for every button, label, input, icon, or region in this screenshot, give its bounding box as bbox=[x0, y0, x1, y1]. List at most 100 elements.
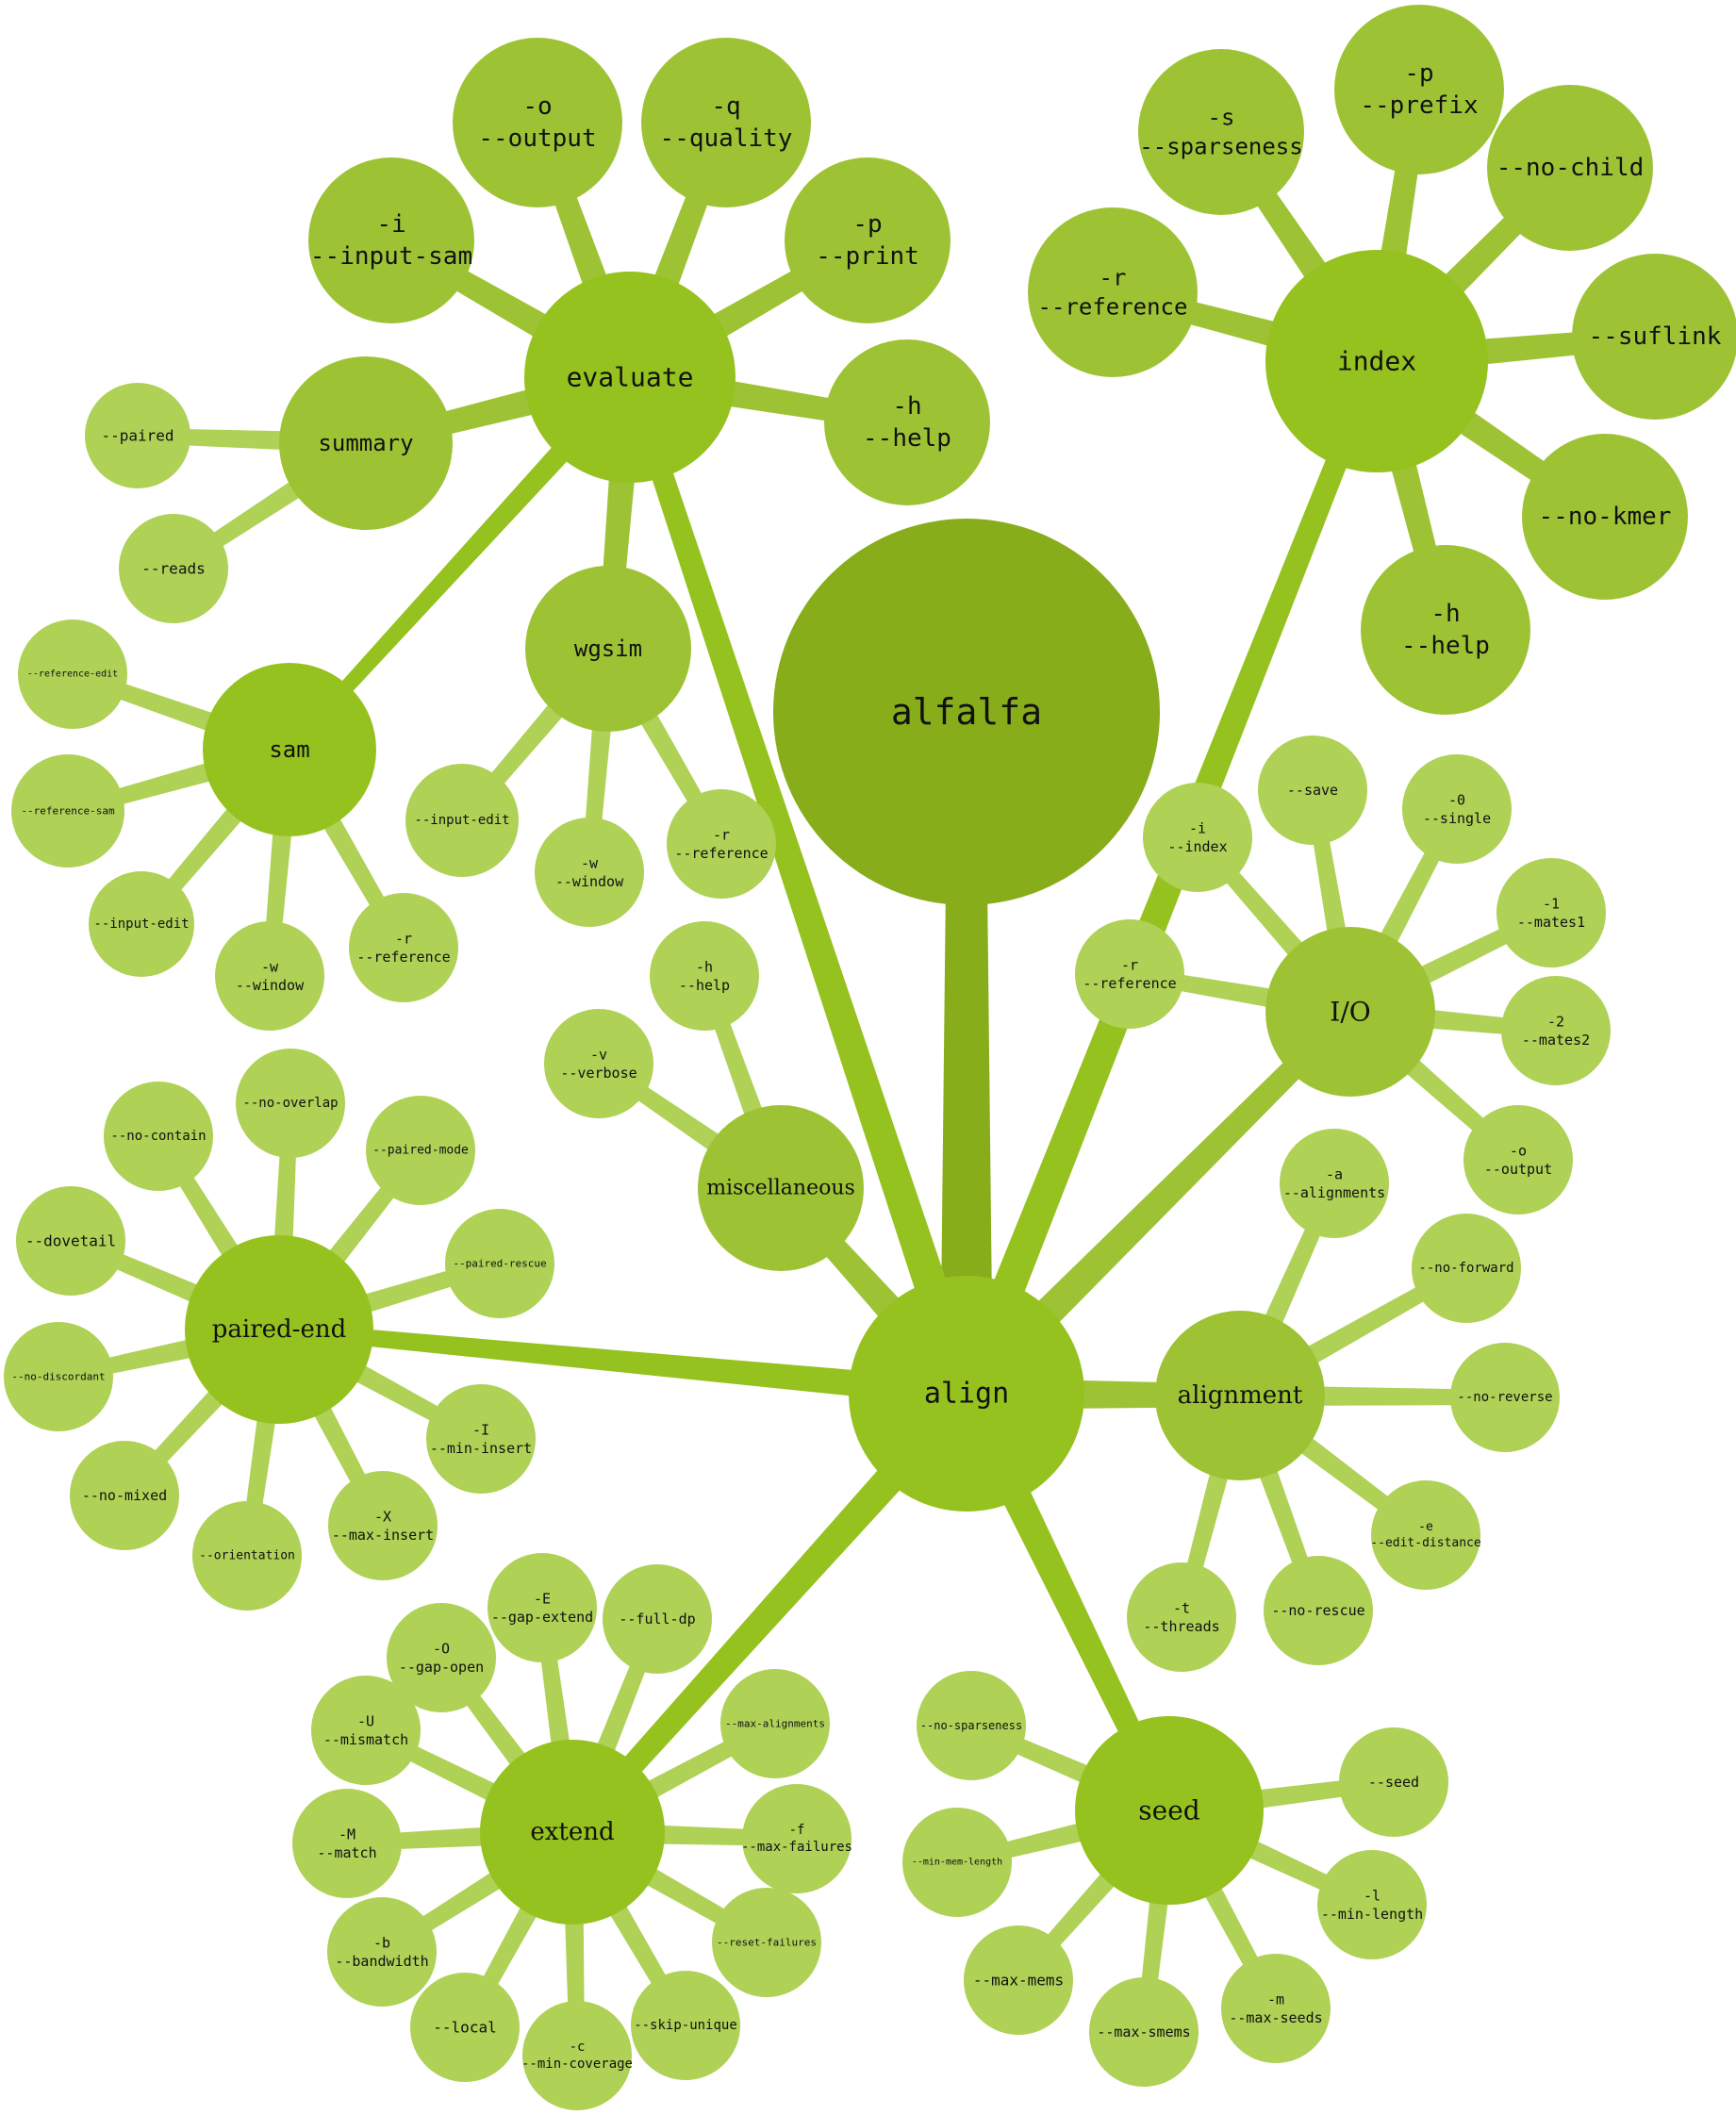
node-circle-index-p bbox=[1334, 5, 1504, 174]
node-circle-index bbox=[1265, 250, 1488, 472]
label-paired-X-line1: -X bbox=[374, 1508, 391, 1525]
node-circle-evaluate-i bbox=[308, 157, 474, 323]
node-circle-seed-seed bbox=[1339, 1727, 1448, 1837]
label-alignment-t-line1: -t bbox=[1173, 1599, 1190, 1616]
node-circle-extend-c bbox=[522, 2001, 632, 2110]
node-circle-alignment-noreverse bbox=[1450, 1343, 1560, 1452]
label-misc: miscellaneous bbox=[706, 1177, 855, 1200]
label-summary-paired: --paired bbox=[101, 427, 174, 445]
label-sam-r-line1: -r bbox=[395, 930, 412, 947]
node-circle-index-nokmer bbox=[1522, 434, 1688, 600]
edge-align-to-io bbox=[955, 1004, 1358, 1406]
node-paired-pairedmode: --paired-mode bbox=[366, 1096, 475, 1205]
label-paired-nooverlap: --no-overlap bbox=[242, 1096, 338, 1111]
label-extend-f-line1: -f bbox=[789, 1823, 805, 1838]
label-paired: paired-end bbox=[212, 1315, 346, 1344]
node-seed-m: -m--max-seeds bbox=[1221, 1954, 1331, 2063]
label-extend-local: --local bbox=[433, 2019, 496, 2037]
label-sam-refsam: --reference-sam bbox=[21, 805, 115, 818]
node-misc-v: -v--verbose bbox=[544, 1009, 653, 1118]
label-io-i-line1: -i bbox=[1189, 819, 1206, 836]
node-circle-extend-maxalign bbox=[720, 1669, 830, 1778]
label-io-i-line2: --index bbox=[1167, 838, 1227, 855]
node-alignment-t: -t--threads bbox=[1127, 1562, 1236, 1672]
node-circle-index-s bbox=[1138, 49, 1304, 215]
node-circle-summary-paired bbox=[85, 383, 190, 488]
node-circle-sam-w bbox=[215, 921, 324, 1031]
label-io-r-line2: --reference bbox=[1083, 975, 1176, 992]
label-sam: sam bbox=[269, 736, 309, 763]
node-index-nochild: --no-child bbox=[1487, 85, 1653, 251]
node-seed-minmem: --min-mem-length bbox=[902, 1808, 1012, 1917]
node-evaluate-p: -p--print bbox=[785, 157, 951, 323]
label-alignment-noreverse: --no-reverse bbox=[1457, 1390, 1552, 1405]
node-misc: miscellaneous bbox=[698, 1105, 864, 1271]
label-paired-pairedmode: --paired-mode bbox=[372, 1144, 469, 1158]
label-sam-w-line2: --window bbox=[236, 977, 305, 994]
edge-align-to-extend bbox=[564, 1382, 979, 1840]
node-circle-io-zero bbox=[1402, 754, 1512, 864]
node-extend-c: -c--min-coverage bbox=[521, 2001, 633, 2110]
label-sam-r-line2: --reference bbox=[356, 949, 450, 966]
label-seed-maxsmems: --max-smems bbox=[1097, 2024, 1190, 2041]
node-circle-seed-nosparse bbox=[917, 1671, 1026, 1780]
node-root: alfalfa bbox=[773, 519, 1160, 905]
node-circle-paired-nooverlap bbox=[236, 1049, 345, 1158]
label-summary: summary bbox=[318, 430, 413, 456]
label-extend-c-line2: --min-coverage bbox=[521, 2057, 633, 2072]
node-misc-h: -h--help bbox=[650, 921, 759, 1031]
node-index: index bbox=[1265, 250, 1488, 472]
node-paired-dovetail: --dovetail bbox=[16, 1186, 125, 1296]
node-alignment-norescue: --no-rescue bbox=[1264, 1556, 1373, 1665]
label-evaluate-h-line1: -h bbox=[892, 392, 921, 421]
label-alignment-norescue: --no-rescue bbox=[1271, 1602, 1364, 1619]
node-seed-l: -l--min-length bbox=[1317, 1850, 1427, 1959]
node-extend-skip: --skip-unique bbox=[631, 1971, 740, 2080]
node-index-p: -p--prefix bbox=[1334, 5, 1504, 174]
node-circle-extend-f bbox=[742, 1784, 851, 1893]
node-paired-nodiscordant: --no-discordant bbox=[4, 1322, 113, 1431]
node-sam: sam bbox=[203, 663, 376, 836]
label-index-r-line1: -r bbox=[1099, 264, 1127, 290]
label-extend-b-line1: -b bbox=[373, 1934, 390, 1951]
node-io-o: -o--output bbox=[1463, 1105, 1573, 1214]
label-evaluate-q-line1: -q bbox=[711, 92, 740, 121]
node-sam-refedit: --reference-edit bbox=[18, 620, 127, 729]
node-circle-sam-refedit bbox=[18, 620, 127, 729]
label-seed-m-line1: -m bbox=[1267, 1991, 1284, 2008]
node-circle-sam bbox=[203, 663, 376, 836]
node-sam-inputedit: --input-edit bbox=[89, 871, 194, 977]
label-wgsim-inputedit: --input-edit bbox=[414, 813, 509, 828]
label-extend-M-line2: --match bbox=[317, 1844, 376, 1861]
label-extend-reset: --reset-failures bbox=[717, 1937, 817, 1949]
node-alignment: alignment bbox=[1155, 1311, 1325, 1480]
node-io-i: -i --index bbox=[1143, 783, 1252, 892]
label-index: index bbox=[1337, 346, 1416, 377]
node-extend-O: -O--gap-open bbox=[387, 1603, 496, 1712]
node-circle-wgsim-r bbox=[667, 789, 776, 899]
node-io-save: --save bbox=[1258, 735, 1367, 845]
label-paired-nomixed: --no-mixed bbox=[82, 1487, 167, 1504]
node-circle-extend-b bbox=[327, 1897, 437, 2007]
node-circle-wgsim bbox=[525, 566, 691, 732]
node-circle-paired-X bbox=[328, 1471, 438, 1580]
node-evaluate-i: -i--input-sam bbox=[308, 157, 474, 323]
label-wgsim-r-line1: -r bbox=[713, 826, 730, 843]
node-index-s: -s--sparseness bbox=[1138, 49, 1304, 215]
node-circle-evaluate bbox=[524, 272, 736, 483]
node-circle-align bbox=[849, 1276, 1084, 1512]
node-circle-misc-h bbox=[650, 921, 759, 1031]
node-extend-M: -M --match bbox=[292, 1789, 402, 1898]
label-index-p-line1: -p bbox=[1404, 59, 1433, 88]
node-circle-paired-dovetail bbox=[16, 1186, 125, 1296]
node-seed: seed bbox=[1075, 1716, 1264, 1905]
label-index-s-line1: -s bbox=[1208, 104, 1235, 130]
node-extend-U: -U--mismatch bbox=[311, 1676, 421, 1785]
node-circle-misc bbox=[698, 1105, 864, 1271]
node-circle-io-save bbox=[1258, 735, 1367, 845]
label-extend-O-line1: -O bbox=[433, 1640, 450, 1657]
node-index-suflink: --suflink bbox=[1572, 254, 1736, 420]
label-extend-M-line1: -M bbox=[339, 1826, 355, 1842]
node-circle-extend bbox=[480, 1740, 665, 1925]
